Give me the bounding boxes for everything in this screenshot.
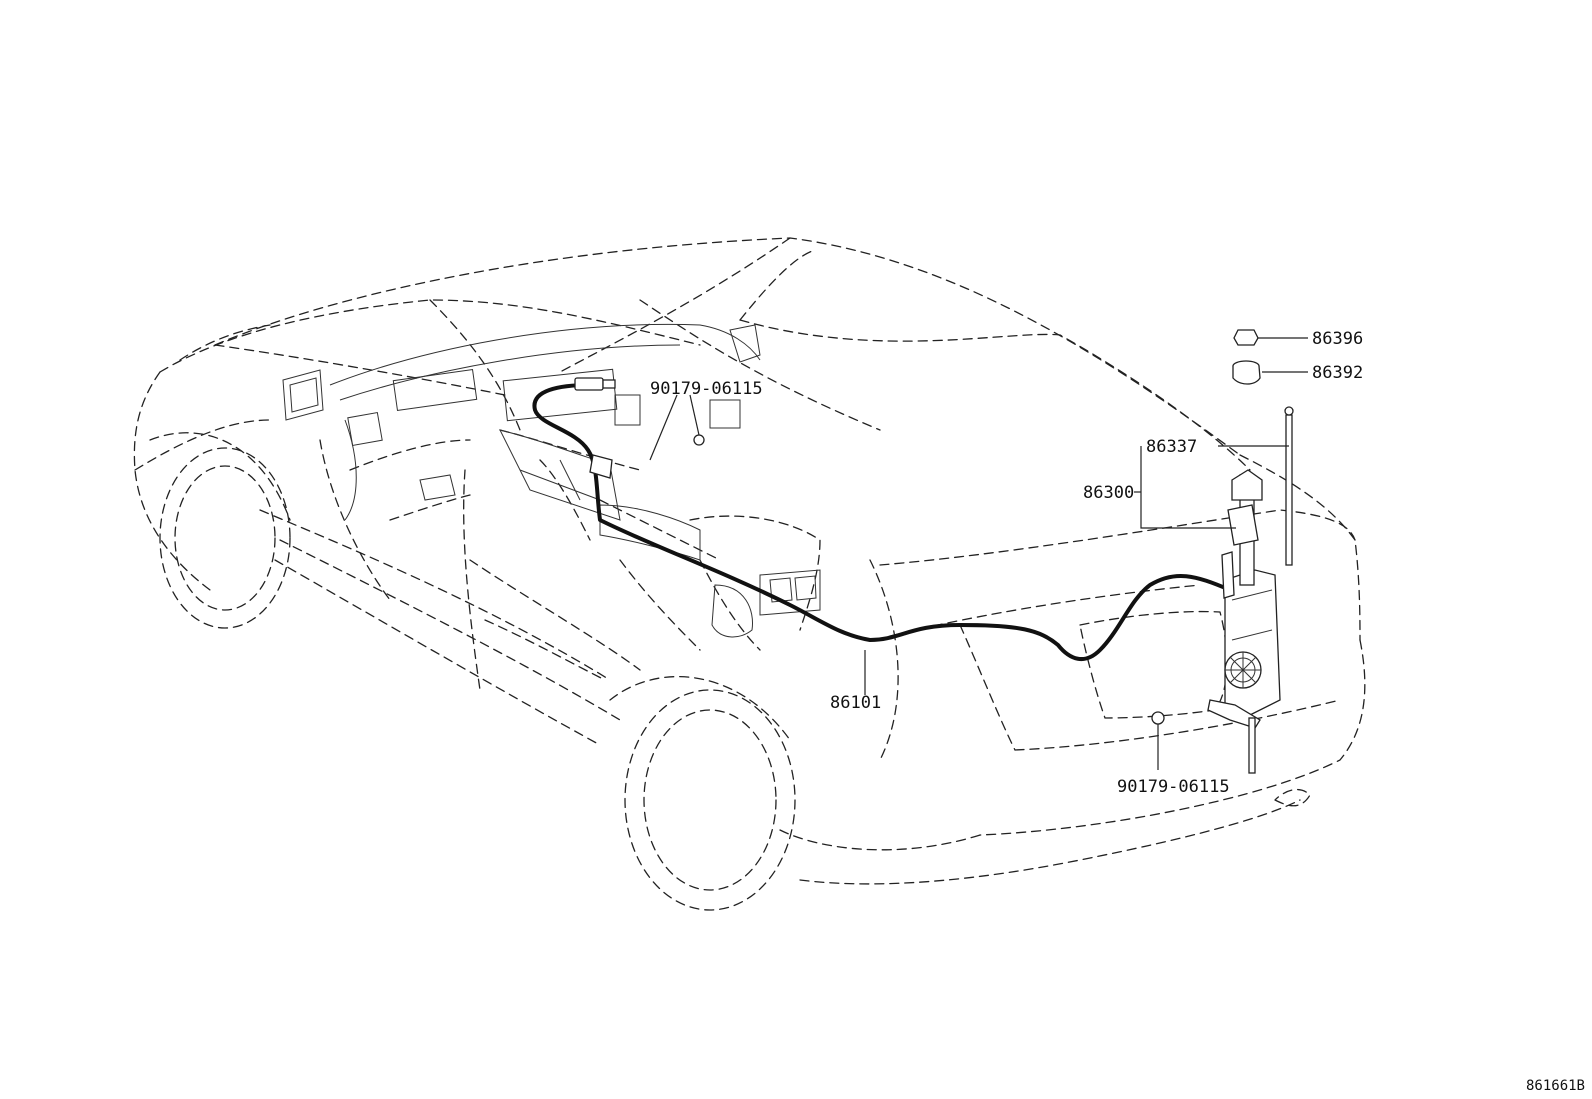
part-label-86300: 86300 (1083, 483, 1134, 503)
part-label-86396: 86396 (1312, 329, 1363, 349)
part-label-86392: 86392 (1312, 363, 1363, 383)
dashboard-interior (282, 324, 821, 638)
antenna-cable (532, 377, 1232, 661)
diagram-code: 861661B (1526, 1078, 1585, 1094)
part-label-86337: 86337 (1146, 437, 1197, 457)
part-label-90179-front: 90179-06115 (650, 379, 763, 399)
part-label-90179-rear: 90179-06115 (1117, 777, 1230, 797)
antenna-assembly (1207, 406, 1294, 774)
leader-lines (649, 337, 1308, 770)
car-body-outline (133, 237, 1366, 911)
part-label-86101: 86101 (830, 693, 881, 713)
small-parts (693, 329, 1261, 725)
